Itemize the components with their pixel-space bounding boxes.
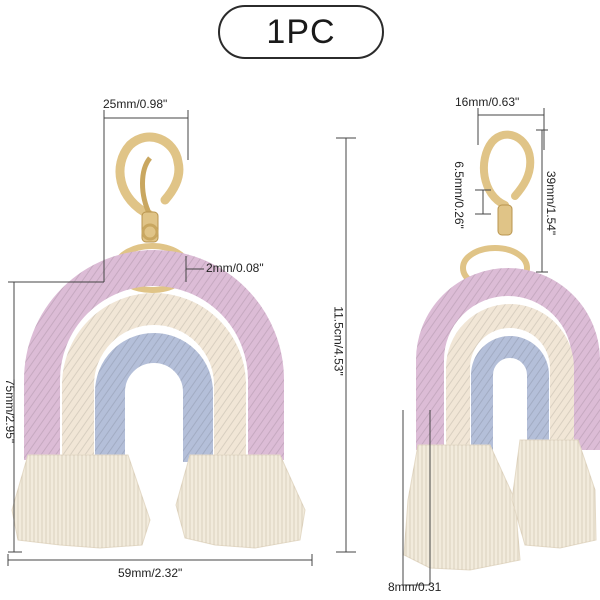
right-tassels: [403, 439, 597, 571]
left-lobster-clasp: [115, 132, 184, 243]
dim-side-top-width: 16mm/0.63": [455, 95, 520, 109]
dim-thickness: 8mm/0.31: [388, 580, 442, 594]
right-lobster-clasp: [479, 130, 535, 236]
right-rainbow: [416, 268, 600, 452]
quantity-badge: 1PC: [218, 5, 384, 59]
right-keychain: [403, 130, 600, 571]
dimension-lines: [7, 108, 548, 586]
dim-bottom-width: 59mm/2.32": [118, 566, 183, 580]
dim-top-width: 25mm/0.98": [103, 97, 168, 111]
left-tassels: [11, 454, 306, 549]
dim-rainbow-height: 75mm/2.95": [3, 378, 18, 444]
left-rainbow: [23, 250, 284, 462]
dim-clasp-height: 39mm/1.54": [544, 170, 559, 236]
dim-clasp-width: 6.5mm/0.26": [451, 161, 466, 229]
left-keychain: [11, 132, 306, 549]
dim-ring-gap: 2mm/0.08": [206, 261, 264, 275]
dim-total-height: 11.5cm/4.53": [331, 306, 346, 376]
